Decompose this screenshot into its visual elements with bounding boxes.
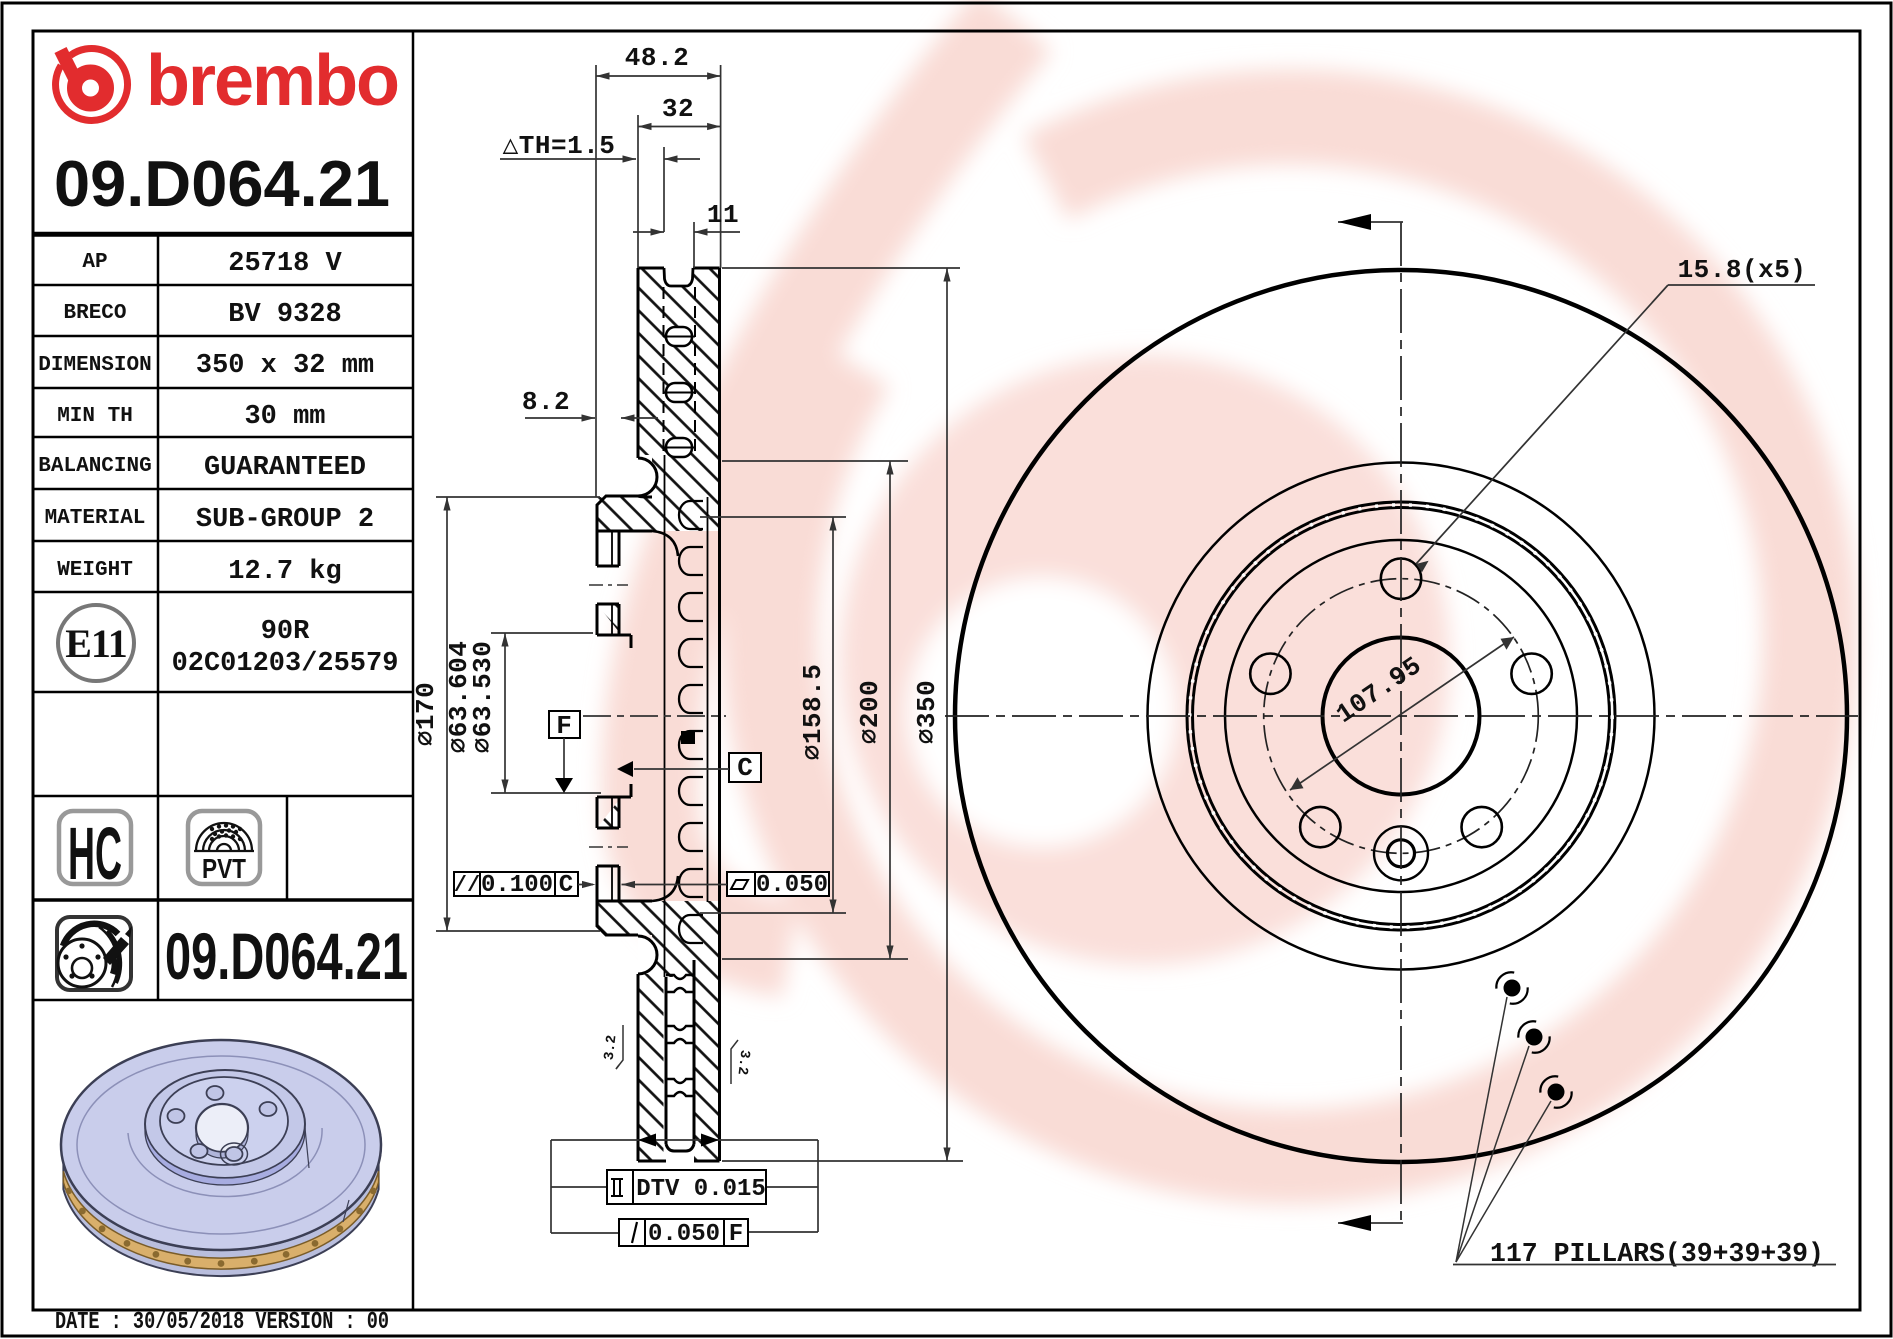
svg-text:90R: 90R: [261, 617, 310, 647]
svg-text://: //: [454, 873, 480, 898]
svg-text:15.8(x5): 15.8(x5): [1678, 255, 1807, 285]
svg-text:△TH=1.5: △TH=1.5: [503, 131, 616, 161]
svg-text:E11: E11: [65, 621, 126, 666]
svg-text:09.D064.21: 09.D064.21: [165, 919, 408, 993]
svg-text:48.2: 48.2: [625, 43, 689, 73]
svg-text:3.2: 3.2: [602, 1034, 621, 1061]
svg-text:PVT: PVT: [202, 853, 246, 884]
svg-text:GUARANTEED: GUARANTEED: [204, 453, 366, 483]
svg-text:0.050: 0.050: [756, 872, 828, 899]
svg-text:BRECO: BRECO: [63, 302, 126, 325]
svg-text:DATE : 30/05/2018 VERSION : 00: DATE : 30/05/2018 VERSION : 00: [55, 1309, 389, 1336]
svg-text:∅170: ∅170: [411, 682, 441, 746]
svg-text:32: 32: [662, 94, 694, 124]
svg-text:DTV 0.015: DTV 0.015: [636, 1176, 766, 1203]
svg-text:∅200: ∅200: [855, 680, 885, 744]
svg-text:∅158.5: ∅158.5: [798, 664, 828, 761]
svg-text:DIMENSION: DIMENSION: [38, 354, 151, 377]
svg-text:12.7 kg: 12.7 kg: [228, 557, 341, 587]
svg-text:F: F: [556, 711, 572, 741]
svg-text:C: C: [559, 872, 573, 899]
svg-text:09.D064.21: 09.D064.21: [54, 147, 390, 220]
svg-text:F: F: [729, 1221, 743, 1248]
svg-text:25718 V: 25718 V: [228, 249, 342, 279]
svg-text:02C01203/25579: 02C01203/25579: [172, 649, 399, 679]
svg-text:0.050: 0.050: [648, 1221, 720, 1248]
svg-text:BV 9328: BV 9328: [228, 300, 341, 330]
svg-text:MATERIAL: MATERIAL: [45, 507, 146, 530]
svg-text:BALANCING: BALANCING: [38, 455, 151, 478]
svg-text:3.2: 3.2: [734, 1049, 753, 1076]
svg-text:11: 11: [707, 200, 739, 230]
svg-text:AP: AP: [82, 251, 107, 274]
svg-text:∅63.530: ∅63.530: [468, 641, 498, 754]
svg-text:WEIGHT: WEIGHT: [57, 559, 133, 582]
svg-text:brembo: brembo: [146, 41, 398, 121]
svg-text:30 mm: 30 mm: [244, 402, 325, 432]
svg-text:8.2: 8.2: [522, 387, 570, 417]
svg-text:SUB-GROUP 2: SUB-GROUP 2: [196, 505, 374, 535]
svg-text:MIN TH: MIN TH: [57, 405, 133, 428]
svg-text:∅63.604: ∅63.604: [444, 641, 474, 754]
svg-text:C: C: [737, 753, 753, 783]
svg-text:0.100: 0.100: [481, 872, 553, 899]
svg-text:350 x 32 mm: 350 x 32 mm: [196, 351, 374, 381]
svg-text:∅350: ∅350: [912, 680, 942, 744]
svg-text:HC: HC: [68, 812, 122, 895]
